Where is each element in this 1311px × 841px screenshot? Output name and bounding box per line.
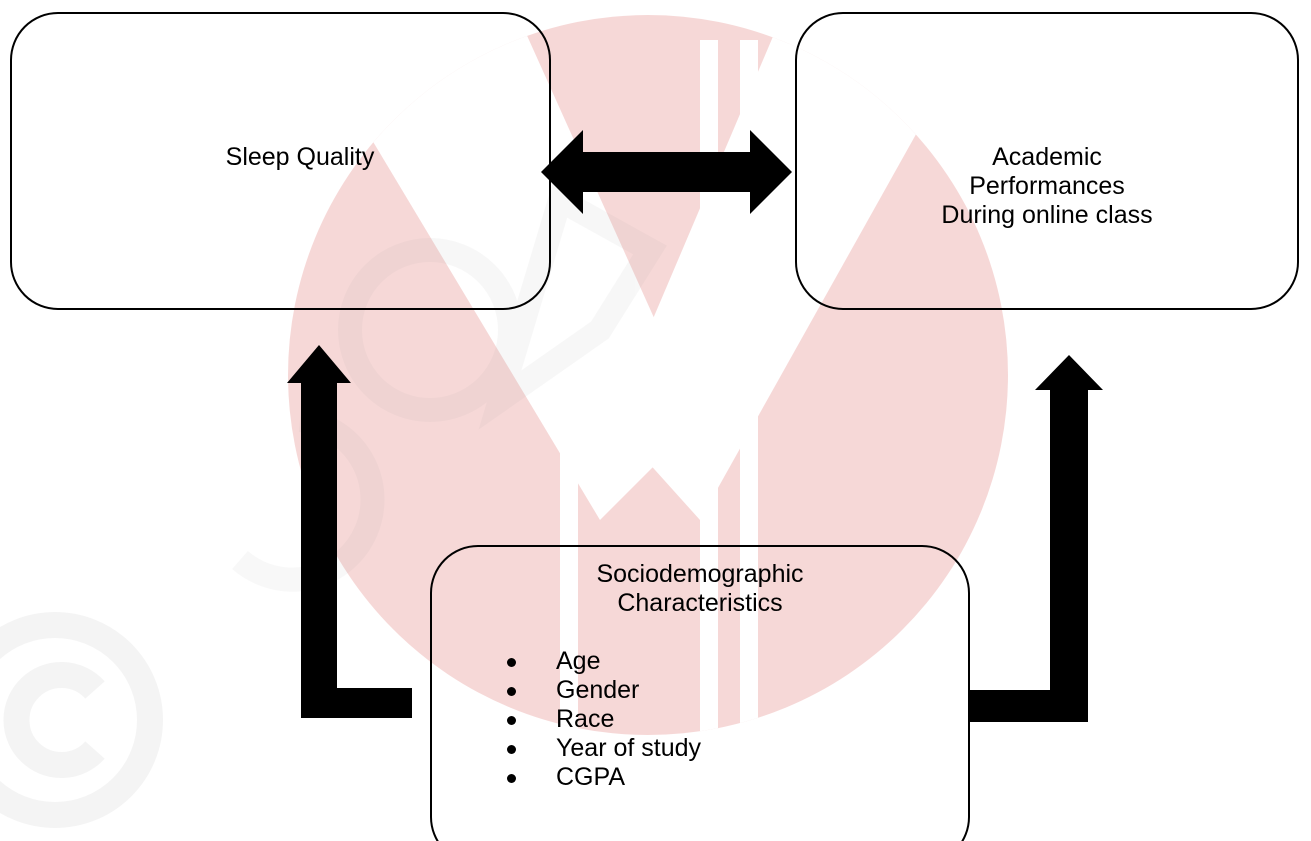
sociodemographic-title: Sociodemographic Characteristics [430,560,970,618]
academic-label-line-2: Performances [969,172,1125,200]
list-item-race: Race [500,705,701,734]
list-item-age: Age [500,647,701,676]
bidirectional-arrow [541,130,792,214]
academic-performance-box [795,12,1299,310]
sociodemographic-title-line-1: Sociodemographic [596,560,804,588]
academic-performance-label: Academic Performances During online clas… [795,143,1299,230]
arrow-socio-to-sleep [287,345,412,718]
sleep-quality-box [10,12,551,310]
watermark-copyright-mark [0,612,163,828]
list-item-gender: Gender [500,676,701,705]
sociodemographic-box [430,545,970,841]
arrow-socio-to-academic [968,355,1103,722]
list-item-cgpa: CGPA [500,763,701,792]
academic-label-line-1: Academic [992,143,1102,171]
list-item-year-of-study: Year of study [500,734,701,763]
sleep-quality-label: Sleep Quality [225,143,375,171]
sociodemographic-list: Age Gender Race Year of study CGPA [500,647,701,792]
academic-label-line-3: During online class [941,201,1153,229]
sociodemographic-title-line-2: Characteristics [617,589,783,617]
